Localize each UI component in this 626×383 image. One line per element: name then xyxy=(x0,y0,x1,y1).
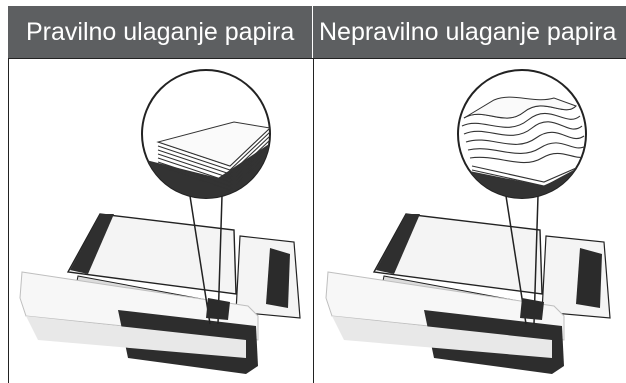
table-header-divider xyxy=(8,58,626,59)
paper-tray-icon xyxy=(19,195,301,374)
header-incorrect-loading: Nepravilno ulaganje papira xyxy=(313,6,626,58)
paper-stack-correct-illustration xyxy=(19,69,301,374)
header-correct-loading: Pravilno ulaganje papira xyxy=(8,6,313,58)
table-body-row xyxy=(8,58,626,383)
paper-tray-icon xyxy=(325,195,611,374)
table-left-border xyxy=(8,58,9,383)
table-column-divider xyxy=(313,58,314,383)
paper-stack-incorrect-illustration xyxy=(325,69,611,374)
table-header-row: Pravilno ulaganje papira Nepravilno ulag… xyxy=(8,6,626,58)
